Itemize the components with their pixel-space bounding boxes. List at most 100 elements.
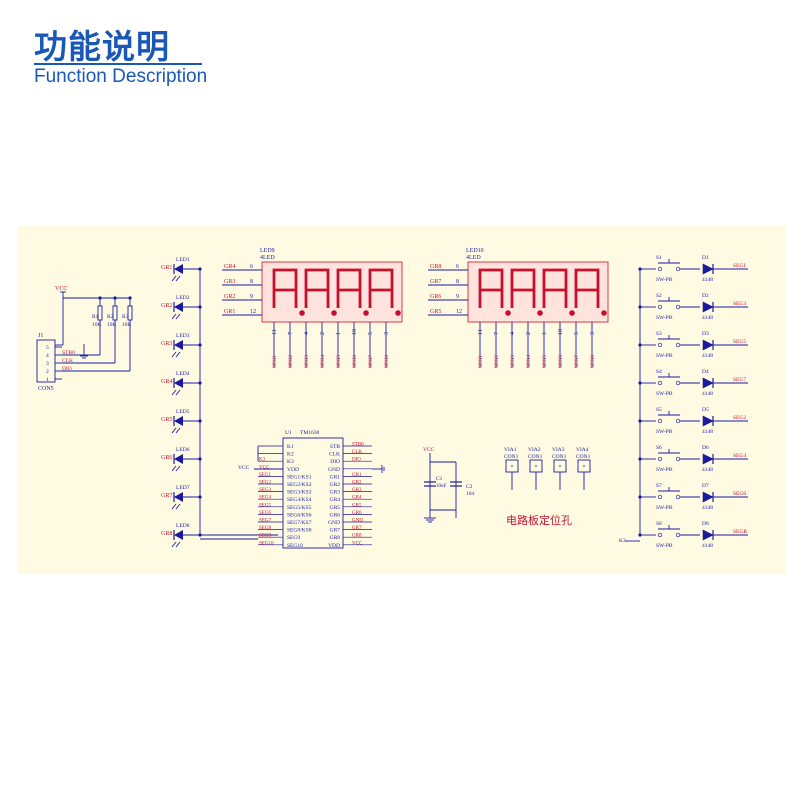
diode-type: 4148 bbox=[702, 505, 713, 511]
display-led10-digit-2 bbox=[510, 268, 536, 308]
led-LED2-symbol bbox=[174, 302, 183, 312]
led-net-GR4: GR4 bbox=[161, 379, 172, 385]
display-led10-seg-SEGI: SEGI bbox=[478, 356, 484, 368]
display-led10-seg-SEG4: SEG4 bbox=[526, 355, 532, 368]
display-led10-pin-2: 2 bbox=[526, 332, 532, 335]
ic-right-net: STB0 bbox=[352, 443, 364, 448]
switch-contact bbox=[675, 266, 681, 272]
display-led10-seg-SEG5: SEG5 bbox=[542, 355, 548, 368]
display-led9-pin-4: 4 bbox=[304, 332, 310, 335]
switch-contact bbox=[657, 418, 663, 424]
display-led10-dp-4 bbox=[601, 310, 607, 316]
display-led10-seg-SEG7: SEG7 bbox=[574, 355, 580, 368]
ic-left-net: SEGI bbox=[259, 473, 270, 478]
led-arrow bbox=[171, 313, 177, 320]
resistor-ref: R2 bbox=[107, 314, 114, 320]
diode-D7 bbox=[702, 491, 714, 503]
cap-vcc-label: VCC bbox=[423, 447, 435, 453]
diode-type: 4148 bbox=[702, 429, 713, 435]
ic-pin-left: SEG9 bbox=[287, 535, 300, 541]
led-arrow bbox=[171, 351, 177, 358]
switch-type: SW-PB bbox=[656, 277, 673, 283]
via-ref-VIA1: VIA1 bbox=[504, 447, 517, 453]
ic-left-net: SEG9 bbox=[259, 534, 271, 539]
switch-seg-SEG3: SEG3 bbox=[733, 301, 746, 307]
led-arrow bbox=[175, 427, 181, 434]
ic-pin-left: K3 bbox=[287, 459, 294, 465]
led-LED1-symbol bbox=[174, 264, 183, 274]
switch-seg-SEG5: SEG5 bbox=[733, 339, 746, 345]
display-led9-dp-1 bbox=[299, 310, 305, 316]
display-led9-row-net-GR2: GR2 bbox=[224, 294, 235, 300]
ic-right-net: GR1 bbox=[352, 473, 362, 478]
diode-D1 bbox=[702, 263, 714, 275]
led-arrow bbox=[171, 389, 177, 396]
led-LED8-symbol bbox=[174, 530, 183, 540]
ic-ref: U1 bbox=[285, 430, 292, 436]
led-net-GR5: GR5 bbox=[161, 417, 172, 423]
display-led10-row-pin: 9 bbox=[456, 294, 459, 300]
display-led9-seg-SEGI: SEGI bbox=[272, 356, 278, 368]
ic-pin-left: SEG4/KS4 bbox=[287, 497, 312, 503]
diode-D6 bbox=[702, 453, 714, 465]
display-led9-pin-2: 2 bbox=[320, 332, 326, 335]
switch-type: SW-PB bbox=[656, 315, 673, 321]
resistor-R1 bbox=[97, 305, 103, 321]
display-led10-dp-2 bbox=[537, 310, 543, 316]
cap-c2-ref: C2 bbox=[466, 484, 473, 490]
display-led9-digit-3 bbox=[336, 268, 362, 308]
display-led9-dp-2 bbox=[331, 310, 337, 316]
display-led10-digit-4 bbox=[574, 268, 600, 308]
ic-left-net: SEG8 bbox=[259, 526, 271, 531]
display-led9-pin-11: 11 bbox=[272, 329, 278, 335]
resistor-R3 bbox=[127, 305, 133, 321]
display-led9-pin-7: 7 bbox=[288, 332, 294, 335]
led-arrow bbox=[171, 427, 177, 434]
display-led9-seg-SEG7: SEG7 bbox=[368, 355, 374, 368]
display-led10-seg-SEG3: SEG3 bbox=[510, 355, 516, 368]
display-led10-pin-5: 5 bbox=[574, 332, 580, 335]
display-led9-row-pin: 8 bbox=[250, 279, 253, 285]
switch-contact bbox=[675, 532, 681, 538]
switch-type: SW-PB bbox=[656, 543, 673, 549]
switch-type: SW-PB bbox=[656, 505, 673, 511]
switch-seg-SEGI: SEGI bbox=[733, 263, 745, 269]
diode-D2 bbox=[702, 301, 714, 313]
ic-pin-right: GR5 bbox=[330, 505, 341, 511]
switch-ref-S8: S8 bbox=[656, 521, 662, 527]
connector-pin-4: 4 bbox=[46, 353, 49, 359]
via-name: CON1 bbox=[528, 454, 543, 460]
display-led10-pin-7: 7 bbox=[494, 332, 500, 335]
switch-contact bbox=[657, 342, 663, 348]
led-ref-LED2: LED2 bbox=[176, 295, 190, 301]
ic-pin-right: GR3 bbox=[330, 490, 341, 496]
diode-type: 4148 bbox=[702, 315, 713, 321]
switch-k-net: K3 bbox=[619, 538, 626, 544]
display-led10-type: 4LED bbox=[466, 255, 481, 261]
ic-name: TM1638 bbox=[300, 430, 320, 436]
ic-pin-right: CLK bbox=[329, 452, 340, 458]
via-ref-VIA4: VIA4 bbox=[576, 447, 589, 453]
display-led9-seg-SEG3: SEG3 bbox=[304, 355, 310, 368]
display-led10-row-pin: 6 bbox=[456, 264, 459, 270]
display-led9-digit-4 bbox=[368, 268, 394, 308]
display-led10-digit-3 bbox=[542, 268, 568, 308]
ic-pin-right: GR1 bbox=[330, 474, 341, 480]
ic-right-net: GR6 bbox=[352, 511, 362, 516]
resistor-value: 10K bbox=[122, 322, 132, 328]
diode-D4 bbox=[702, 377, 714, 389]
ic-pin-right: DIO bbox=[330, 459, 340, 465]
display-led9-seg-SEG4: SEG4 bbox=[320, 355, 326, 368]
switch-contact bbox=[657, 532, 663, 538]
display-led9-digit-2 bbox=[304, 268, 330, 308]
connector-j1 bbox=[36, 339, 56, 383]
via-name: CON1 bbox=[576, 454, 591, 460]
ic-left-net: SEG4 bbox=[259, 496, 271, 501]
display-led9-seg-SEG8: SEG8 bbox=[384, 355, 390, 368]
display-led10-seg-SEG2: SEG2 bbox=[494, 355, 500, 368]
diode-ref-D3: D3 bbox=[702, 331, 709, 337]
led-ref-LED8: LED8 bbox=[176, 523, 190, 529]
led-arrow bbox=[171, 541, 177, 548]
diode-type: 4148 bbox=[702, 543, 713, 549]
ic-right-net: DIO bbox=[352, 458, 361, 463]
